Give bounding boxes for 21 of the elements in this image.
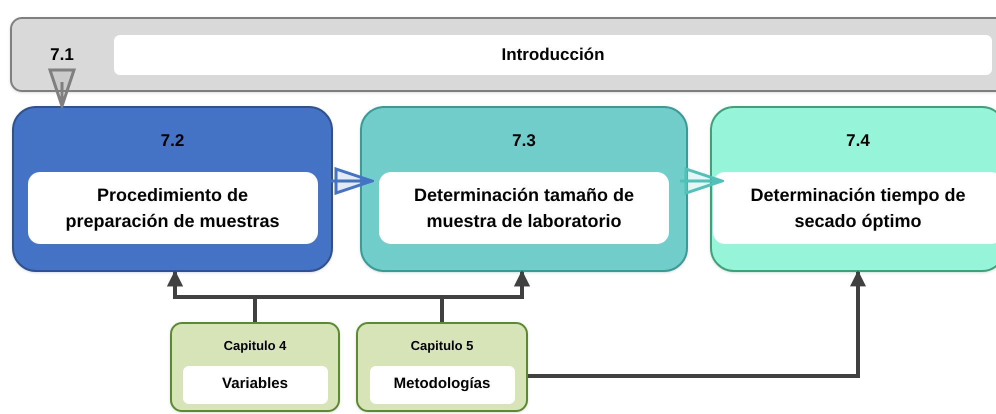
chapter-title: Capitulo 4 [224,337,286,355]
chapter-topic: Variables [182,366,328,404]
connector-arrow [528,270,866,378]
section-box [360,106,688,272]
section-number: 7.3 [512,130,536,152]
section-box [12,106,333,272]
section-number: 7.1 [49,44,75,66]
chapter-box [356,322,528,412]
chapter-title: Capitulo 5 [410,337,474,355]
chevron-arrow [48,68,76,108]
section-band [10,17,996,92]
chapter-topic: Metodologías [370,366,514,404]
section-number: 7.4 [846,130,870,152]
section-title: Introducción [114,34,992,74]
chapter-box [170,322,340,412]
section-number: 7.2 [160,130,184,152]
section-title: Procedimiento de preparación de muestras [28,172,318,244]
section-title: Determinación tiempo de secado óptimo [713,172,996,244]
section-title: Determinación tamaño de muestra de laboratorio [379,172,669,244]
section-box [710,106,996,272]
chevron-arrow [680,168,724,194]
